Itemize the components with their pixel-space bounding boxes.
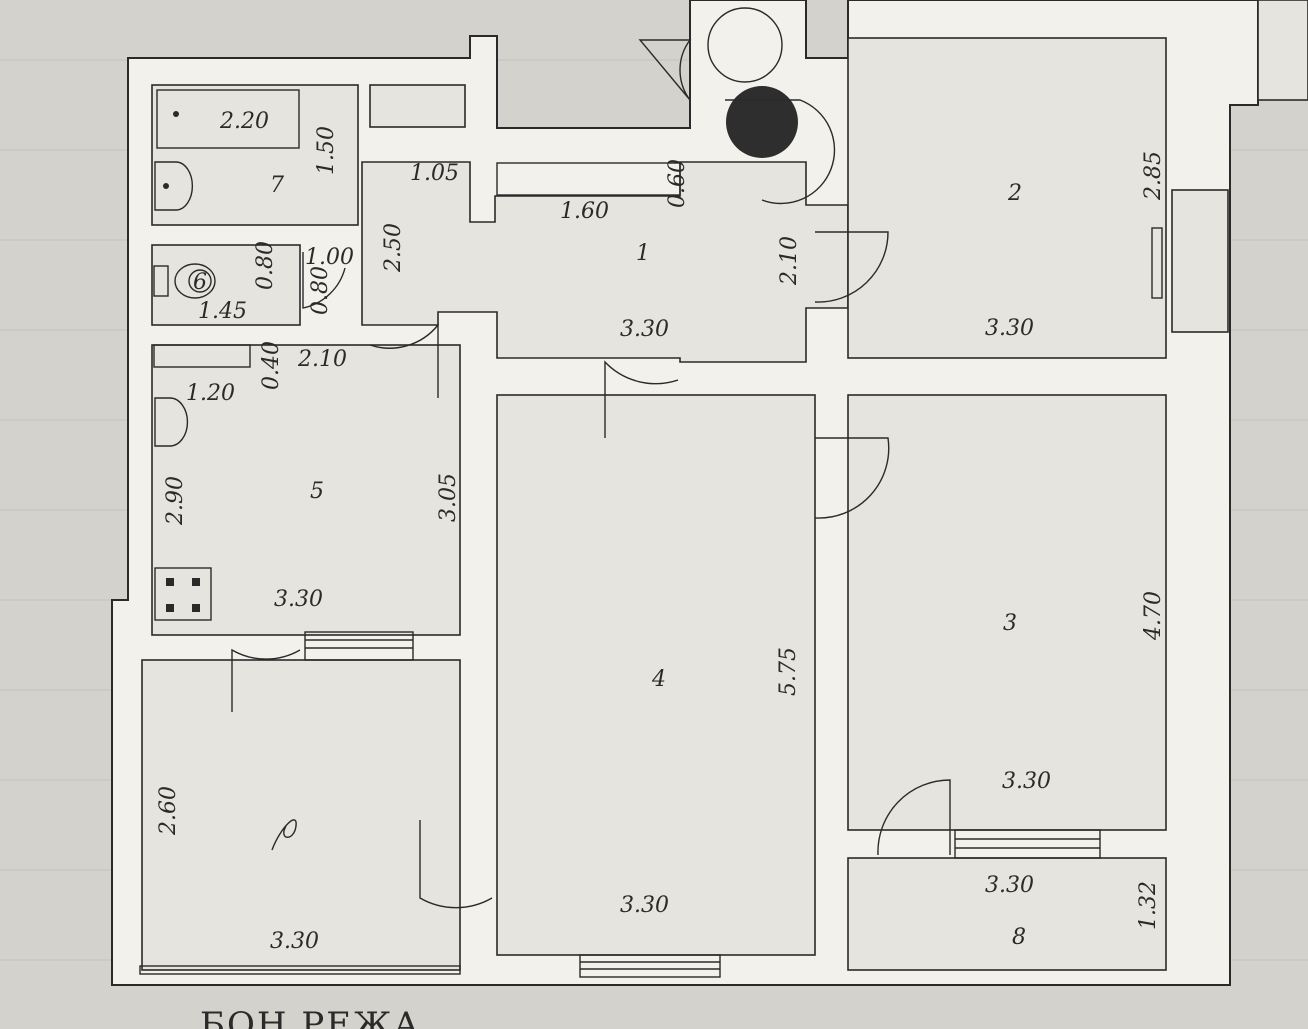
room-9-handwritten-mark <box>271 819 297 851</box>
room-3-height: 4.70 <box>1141 591 1166 641</box>
redacted-mark <box>726 86 798 158</box>
shaft-door <box>725 99 836 205</box>
room-5-height: 3.05 <box>436 473 461 522</box>
room-9 <box>141 659 461 971</box>
room-1-dim-160: 1.60 <box>560 199 609 224</box>
room-1-dim-105: 1.05 <box>410 161 459 186</box>
stove-burner-3 <box>166 604 174 612</box>
room-2-height: 2.85 <box>1141 151 1166 201</box>
room-1-dim-250: 2.50 <box>381 223 406 273</box>
room-5-number: 5 <box>310 479 324 504</box>
sink-5 <box>154 397 189 447</box>
room-3-number: 3 <box>1003 611 1017 636</box>
top-right-stub <box>1257 0 1308 101</box>
room-6-dim-080: 0.80 <box>308 266 333 315</box>
stove-burner-2 <box>192 578 200 586</box>
room-5-dim-120: 1.20 <box>186 381 235 406</box>
room-6-number: 6 <box>193 270 207 295</box>
bathtub-drain <box>173 111 179 117</box>
room-2-width: 3.30 <box>985 316 1034 341</box>
room-7-bathroom <box>151 84 359 226</box>
room-8-height: 1.32 <box>1136 881 1161 930</box>
room-2-number: 2 <box>1007 181 1022 206</box>
room-4 <box>496 394 816 956</box>
closet-niche <box>369 84 466 128</box>
room-1-dim-060: 0.60 <box>665 159 690 208</box>
room-3 <box>847 394 1167 831</box>
room-5-dim-040: 0.40 <box>259 341 284 390</box>
room-4-width: 3.30 <box>620 893 669 918</box>
room-5-kitchen <box>151 344 461 636</box>
sink-7-drain <box>163 183 169 189</box>
toilet <box>174 263 216 299</box>
room-8-balcony <box>847 857 1167 971</box>
room-7-number: 7 <box>270 173 284 198</box>
room-4-height: 5.75 <box>776 647 801 696</box>
room-8-width: 3.30 <box>985 873 1034 898</box>
room-2 <box>847 37 1167 359</box>
room-1-width: 3.30 <box>620 317 669 342</box>
room-4-number: 4 <box>651 667 666 692</box>
sink-7 <box>154 161 194 211</box>
plan-caption: БОН РЕЖА <box>200 1005 421 1029</box>
bathtub <box>156 89 300 149</box>
stove <box>154 567 212 621</box>
hall-shelf <box>496 162 681 196</box>
room-3-width: 3.30 <box>1002 769 1051 794</box>
side-balcony <box>1171 189 1229 333</box>
room-7-width: 2.20 <box>219 109 269 134</box>
toilet-tank <box>153 265 169 297</box>
stove-burner-1 <box>166 578 174 586</box>
room-6-height: 0.80 <box>253 241 278 290</box>
room-5-dim-290: 2.90 <box>163 476 188 526</box>
room-8-number: 8 <box>1012 925 1026 950</box>
windows <box>139 227 1163 978</box>
room-1-height: 2.10 <box>777 236 802 286</box>
room-6-width: 1.45 <box>198 299 247 324</box>
room-9-height: 2.60 <box>156 786 181 836</box>
shaft-circle <box>707 7 783 83</box>
room-6-number-circle <box>188 269 212 293</box>
kitchen-counter <box>153 344 251 368</box>
room-6-wc <box>151 244 301 326</box>
room-1-number: 1 <box>636 241 650 266</box>
stove-burner-4 <box>192 604 200 612</box>
room-6-dim-100: 1.00 <box>305 245 354 270</box>
doors <box>231 39 951 909</box>
room-5-width: 3.30 <box>274 587 323 612</box>
room-9-width: 3.30 <box>270 929 319 954</box>
room-7-height: 1.50 <box>314 126 339 175</box>
room-5-dim-210: 2.10 <box>297 347 347 372</box>
